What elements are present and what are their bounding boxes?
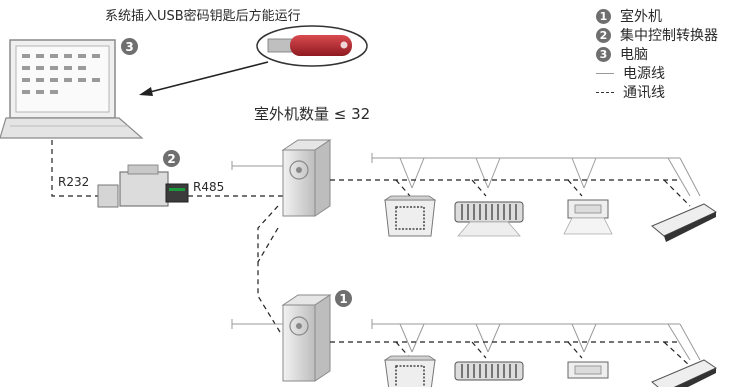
legend-label: 通讯线 [623,85,665,101]
legend-label: 电脑 [620,47,648,63]
usb-key-note: 系统插入USB密码钥匙后方能运行 [105,9,301,24]
power-lines-row-2 [231,319,701,361]
legend-item-computer: 3 电脑 [596,44,648,64]
power-lines-row-1 [231,153,701,197]
indoor-cassette-unit-icon [383,195,437,237]
r485-label: R485 [193,180,225,194]
legend-item-converter: 2 集中控制转换器 [596,25,718,45]
comm-lines-row-1 [330,179,691,207]
callout-converter-badge: 2 [163,150,180,167]
dashed-line-swatch [596,91,614,93]
comm-lines-row-2 [330,341,691,367]
outdoor-unit-1-icon [281,139,332,217]
legend-item-outdoor-unit: 1 室外机 [596,6,662,26]
indoor-cassette-unit-2-icon [383,355,437,387]
indoor-duct-unit-2-icon [454,361,524,381]
indoor-ceiling-unit-2-icon [567,361,609,379]
arrow-usb-to-computer [139,61,269,96]
legend-number-badge: 2 [596,27,611,43]
laptop-computer-icon [0,39,144,139]
indoor-duct-unit-icon [454,201,524,237]
legend-label: 集中控制转换器 [620,28,718,44]
legend-label: 室外机 [620,9,662,25]
indoor-ceiling-unit-icon [563,199,613,235]
legend-number-badge: 1 [596,8,611,24]
callout-outdoor-unit-badge: 1 [335,290,352,307]
comm-bus-outdoor [257,205,281,333]
indoor-wall-unit-2-icon [651,359,718,387]
outdoor-unit-2-icon [281,294,332,382]
outdoor-count-label: 室外机数量 ≤ 32 [254,105,371,123]
usb-key-icon [256,25,368,67]
comm-bus-outdoor-2 [257,227,279,263]
legend-item-comm-line: 通讯线 [596,82,665,102]
legend-label: 电源线 [623,66,665,82]
converter-device-icon [97,164,189,208]
callout-computer-badge: 3 [121,38,138,55]
legend-number-badge: 3 [596,46,611,62]
legend-item-power-line: 电源线 [596,63,665,83]
solid-line-swatch [596,72,614,74]
comm-line-r232 [51,140,100,197]
r232-label: R232 [58,175,90,189]
indoor-wall-unit-icon [651,203,718,242]
